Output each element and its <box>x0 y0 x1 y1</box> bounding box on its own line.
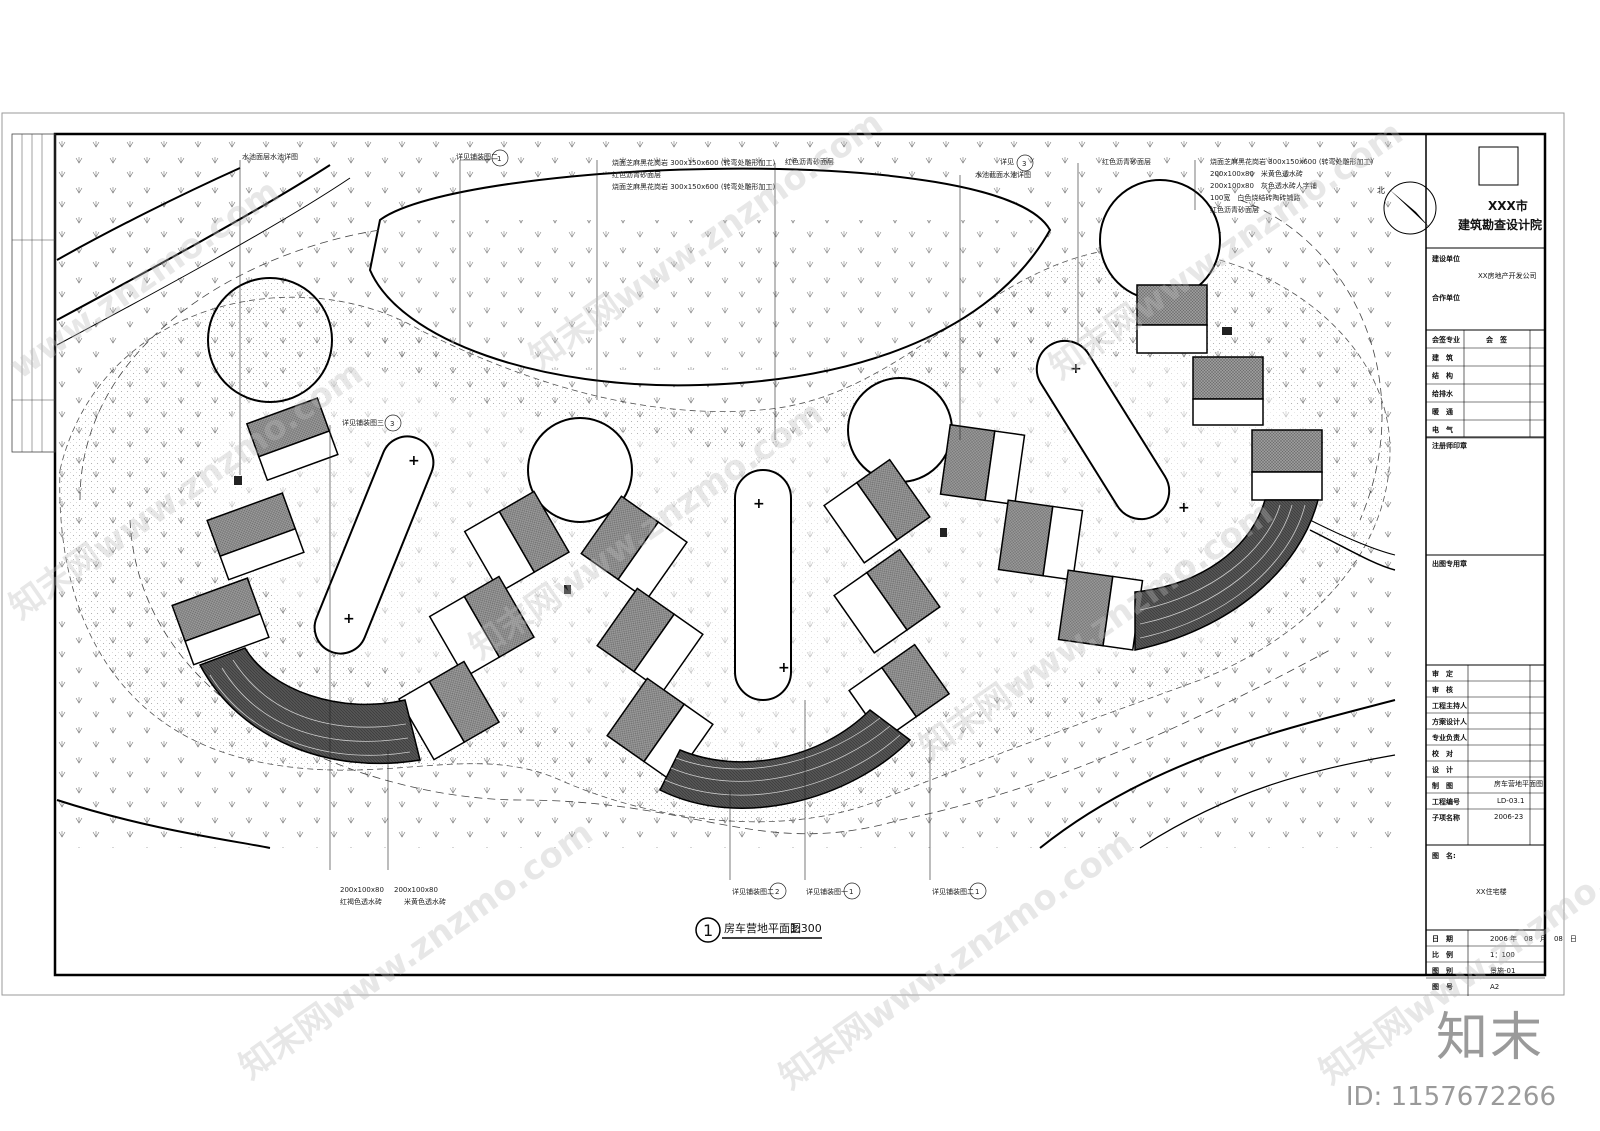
sign-row-label: 结 构 <box>1431 371 1453 380</box>
svg-text:200x100x80 灰色透水砖人字铺: 200x100x80 灰色透水砖人字铺 <box>1210 181 1317 190</box>
drawing-number: LD-03.1 <box>1497 797 1524 805</box>
role-label: 审 定 <box>1432 669 1453 678</box>
svg-text:红褐色透水砖: 红褐色透水砖 <box>340 897 382 906</box>
svg-text:红色沥青砂面层: 红色沥青砂面层 <box>1102 157 1151 166</box>
footer-label: 比 例 <box>1432 950 1453 959</box>
role-label: 审 核 <box>1432 685 1453 694</box>
road-bottom-left <box>56 799 271 849</box>
role-label: 工程主持人 <box>1432 701 1468 710</box>
sign-row-label: 建 筑 <box>1432 353 1453 362</box>
svg-text:红色沥青砂面层: 红色沥青砂面层 <box>1210 205 1259 214</box>
plan-title-text: 房车营地平面图 <box>724 921 801 935</box>
footer-label: 图 别 <box>1432 966 1453 975</box>
footer-value: 2006 年 08 月 08 日 <box>1490 934 1577 943</box>
drawing-name: XX住宅楼 <box>1476 887 1507 896</box>
footer-value: A2 <box>1490 983 1499 991</box>
svg-text:注册师印章: 注册师印章 <box>1432 441 1467 450</box>
svg-text:烧面芝麻黑花岗岩 300x150x600 (转弯处雕形加工): 烧面芝麻黑花岗岩 300x150x600 (转弯处雕形加工) <box>612 182 776 191</box>
svg-text:+: + <box>753 496 765 512</box>
project-number: 2006-23 <box>1494 813 1523 821</box>
svg-text:出图专用章: 出图专用章 <box>1432 559 1467 568</box>
drawing-title: 房车营地平面图 <box>1494 779 1543 788</box>
planter-right: + + <box>1035 339 1190 521</box>
svg-text:详见铺装图二: 详见铺装图二 <box>732 887 774 896</box>
callouts: 水池面层水池详图 详见铺装图二 1 烧面芝麻黑花岗岩 300x150x600 (… <box>242 149 1374 906</box>
svg-text:建设单位: 建设单位 <box>1432 254 1460 263</box>
role-label: 校 对 <box>1432 749 1453 758</box>
brand-logo: 知末 <box>1435 1008 1544 1068</box>
svg-text:烧面芝麻黑花岗岩 300x150x600 (转弯处雕形加工): 烧面芝麻黑花岗岩 300x150x600 (转弯处雕形加工) <box>612 158 776 167</box>
institute-name-line1: XXX市 <box>1488 198 1528 213</box>
institute-name-line2: 建筑勘查设计院 <box>1457 217 1542 232</box>
svg-text:200x100x80: 200x100x80 <box>394 886 438 894</box>
plan-title: 1 房车营地平面图 1:300 <box>695 917 822 943</box>
footer-value: 1：100 <box>1490 951 1515 959</box>
svg-text:1: 1 <box>975 888 979 896</box>
left-margin-table <box>11 133 56 453</box>
plan-scale: 1:300 <box>790 922 822 935</box>
svg-text:详见: 详见 <box>1000 157 1014 166</box>
role-label: 设 计 <box>1432 765 1453 774</box>
role-label: 制 图 <box>1432 781 1453 790</box>
svg-text:烧面芝麻黑花岗岩 300x150x600 (转弯处雕形加工): 烧面芝麻黑花岗岩 300x150x600 (转弯处雕形加工) <box>1210 157 1374 166</box>
svg-text:1: 1 <box>703 921 713 940</box>
planter-left: + + <box>313 435 435 655</box>
svg-text:合作单位: 合作单位 <box>1431 293 1460 302</box>
svg-text:详见铺装图一: 详见铺装图一 <box>806 887 848 896</box>
parking-bays <box>171 284 1323 783</box>
svg-text:2: 2 <box>775 888 779 896</box>
svg-text:米黄色透水砖: 米黄色透水砖 <box>404 897 446 906</box>
plan-area: + + + + + + <box>56 136 1397 880</box>
road-top-left <box>56 164 331 321</box>
svg-text:+: + <box>1178 500 1190 516</box>
svg-text:100宽 白色烧结砖陶砖铺路: 100宽 白色烧结砖陶砖铺路 <box>1210 193 1300 202</box>
footer-value: 景施-01 <box>1490 966 1515 975</box>
role-label: 方案设计人 <box>1432 717 1468 726</box>
svg-text:+: + <box>1070 361 1082 377</box>
role-label: 工程编号 <box>1432 797 1460 806</box>
svg-text:图 名:: 图 名: <box>1432 851 1456 860</box>
road-bottom-right <box>1039 699 1396 849</box>
svg-text:3: 3 <box>1022 160 1026 168</box>
svg-text:会 签: 会 签 <box>1486 335 1508 344</box>
planter-center: + + <box>734 469 792 701</box>
svg-text:详见铺装图三: 详见铺装图三 <box>342 418 384 427</box>
footer-label: 日 期 <box>1432 934 1453 943</box>
svg-text:200x100x80 米黄色透水砖: 200x100x80 米黄色透水砖 <box>1210 169 1303 178</box>
sign-row-label: 暖 通 <box>1432 407 1454 416</box>
svg-text:红色沥青砂面层: 红色沥青砂面层 <box>612 170 661 179</box>
svg-text:详见铺装图二: 详见铺装图二 <box>932 887 974 896</box>
svg-text:+: + <box>343 611 355 627</box>
svg-text:+: + <box>408 453 420 469</box>
svg-text:200x100x80: 200x100x80 <box>340 886 384 894</box>
svg-text:+: + <box>778 660 790 676</box>
callout-pool: 水池面层水池详图 <box>242 152 298 161</box>
svg-text:1: 1 <box>497 155 501 163</box>
svg-text:水池截面水池详图: 水池截面水池详图 <box>975 170 1031 179</box>
curved-paving-bands <box>198 499 1319 809</box>
svg-text:北: 北 <box>1377 186 1385 195</box>
sign-row-label: 给排水 <box>1432 389 1454 398</box>
svg-text:会签专业: 会签专业 <box>1432 335 1460 344</box>
image-id: ID: 1157672266 <box>1345 1082 1556 1112</box>
role-label: 子项名称 <box>1432 813 1460 822</box>
title-block: XXX市 建筑勘查设计院 建设单位 XX房地产开发公司 合作单位 会签专业 会 … <box>1425 134 1577 996</box>
client-name: XX房地产开发公司 <box>1478 271 1537 280</box>
svg-text:3: 3 <box>390 420 394 428</box>
footer-label: 图 号 <box>1432 982 1453 991</box>
role-label: 专业负责人 <box>1432 733 1468 742</box>
sign-row-label: 电 气 <box>1432 425 1453 434</box>
svg-text:1: 1 <box>849 888 853 896</box>
north-arrow: 北 <box>1377 181 1437 235</box>
svg-text:详见铺装图二: 详见铺装图二 <box>456 152 498 161</box>
svg-text:红色沥青砂面层: 红色沥青砂面层 <box>785 157 834 166</box>
